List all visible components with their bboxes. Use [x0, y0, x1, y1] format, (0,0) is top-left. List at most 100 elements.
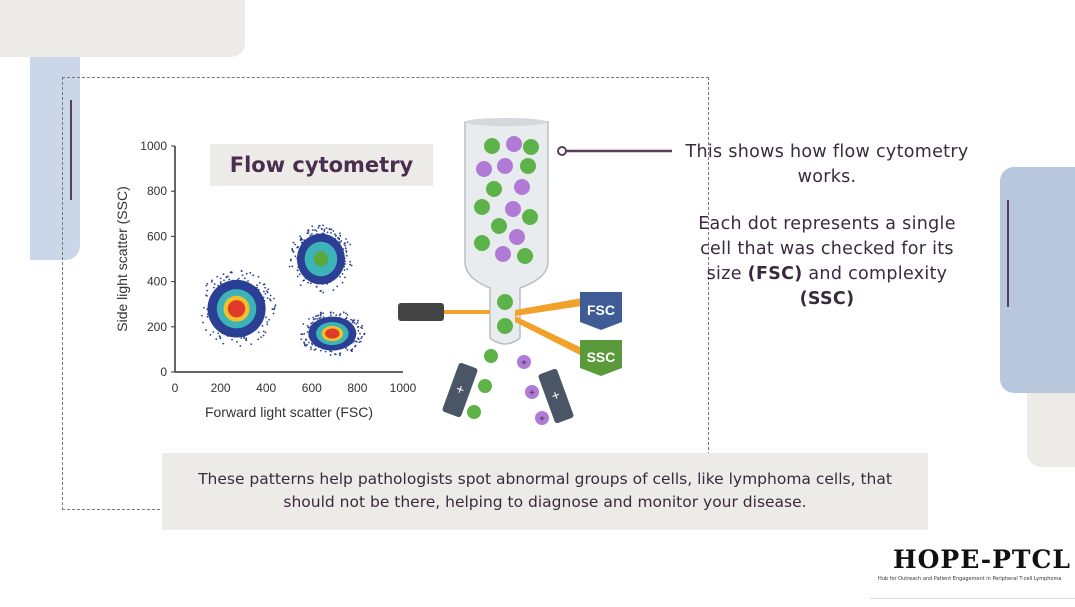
cell-point	[243, 277, 246, 280]
cell-point	[332, 289, 335, 291]
cell-point	[345, 251, 348, 253]
logo-subtitle: Hub for Outreach and Patient Engagement …	[878, 576, 1062, 582]
cell-point	[322, 312, 325, 315]
cell-point	[342, 311, 345, 314]
cell-point	[329, 354, 332, 356]
cell-point	[209, 334, 212, 336]
cell-point	[351, 350, 353, 353]
cell-point	[325, 227, 328, 230]
cell-point	[299, 235, 301, 238]
y-tick-label: 1000	[140, 139, 167, 153]
cell-icon	[523, 139, 539, 155]
cell-icon	[486, 181, 502, 197]
cell-point	[216, 275, 219, 278]
cell-point	[266, 297, 269, 300]
cell-point	[269, 294, 272, 297]
cell-point	[326, 231, 329, 234]
cell-point	[249, 271, 252, 274]
cell-point	[291, 265, 294, 268]
cell-point	[258, 282, 261, 284]
cell-point	[302, 323, 305, 325]
cell-icon	[535, 411, 549, 425]
cell-point	[361, 324, 364, 327]
cell-point	[300, 241, 303, 244]
y-tick-label: 600	[147, 229, 167, 243]
cell-point	[222, 273, 225, 276]
explanation-line-1: This shows how flow cytometry works.	[685, 142, 969, 187]
cell-point	[213, 283, 216, 285]
cell-point	[345, 347, 347, 350]
cell-point	[302, 279, 305, 282]
cell-point	[296, 275, 299, 278]
cell-point	[312, 321, 314, 324]
cell-icon	[506, 136, 522, 152]
flow-tube-icon	[464, 118, 549, 345]
cell-point	[317, 224, 320, 227]
cell-point	[363, 332, 366, 335]
cell-point	[354, 344, 357, 347]
cell-point	[322, 224, 324, 227]
chart-title: Flow cytometry	[229, 153, 414, 177]
cell-point	[338, 238, 341, 241]
y-axis-label: Side light scatter (SSC)	[114, 186, 130, 332]
cell-point	[308, 341, 310, 344]
cell-point	[256, 284, 258, 287]
divider	[870, 598, 1075, 599]
cell-point	[241, 274, 244, 277]
cell-point	[268, 318, 271, 321]
cell-point	[262, 283, 265, 286]
cell-point	[299, 284, 302, 287]
cell-point	[340, 240, 343, 242]
x-tick-label: 800	[347, 381, 367, 395]
cell-point	[345, 238, 347, 240]
laser-source-icon	[398, 303, 444, 321]
cell-point	[357, 338, 360, 341]
cell-point	[262, 330, 265, 333]
positive-charge-icon: +	[539, 414, 545, 425]
cell-point	[339, 352, 342, 355]
cell-point	[360, 326, 362, 329]
cell-point	[319, 313, 322, 316]
cell-point	[222, 342, 225, 345]
cell-point	[339, 354, 341, 357]
cell-point	[323, 228, 326, 231]
cell-point	[314, 229, 316, 231]
cell-point	[205, 294, 208, 297]
cell-point	[317, 226, 320, 229]
cell-icon	[491, 218, 507, 234]
cell-point	[311, 229, 314, 232]
right-blue-decoration	[1000, 167, 1075, 393]
cell-point	[264, 286, 267, 289]
cell-icon	[522, 209, 538, 225]
cell-point	[291, 248, 294, 251]
cell-point	[323, 230, 326, 232]
x-axis-label: Forward light scatter (FSC)	[205, 404, 373, 420]
cell-point	[329, 350, 331, 352]
cell-point	[310, 348, 312, 351]
sorted-cells: +++	[467, 349, 549, 425]
cell-point	[296, 246, 299, 248]
cell-point	[355, 340, 358, 343]
cell-point	[264, 292, 267, 295]
cell-point	[311, 225, 314, 228]
cell-point	[202, 321, 204, 324]
cell-point	[346, 314, 349, 316]
y-tick-label: 800	[147, 184, 167, 198]
cell-point	[343, 242, 346, 245]
cell-point	[218, 335, 221, 337]
cell-point	[316, 315, 318, 317]
cell-point	[319, 349, 322, 352]
cell-point	[203, 306, 205, 309]
top-tab-decoration	[0, 0, 245, 57]
cell-point	[350, 318, 352, 321]
cell-point	[245, 272, 248, 275]
cell-point	[308, 317, 310, 320]
cell-point	[306, 232, 309, 235]
explanation-text: This shows how flow cytometry works. Eac…	[682, 140, 972, 312]
explanation-line-2: Each dot represents a single cell that w…	[698, 214, 956, 309]
cell-point	[265, 290, 268, 293]
cell-point	[269, 298, 271, 301]
cell-point	[257, 275, 260, 278]
cell-point	[223, 279, 225, 282]
